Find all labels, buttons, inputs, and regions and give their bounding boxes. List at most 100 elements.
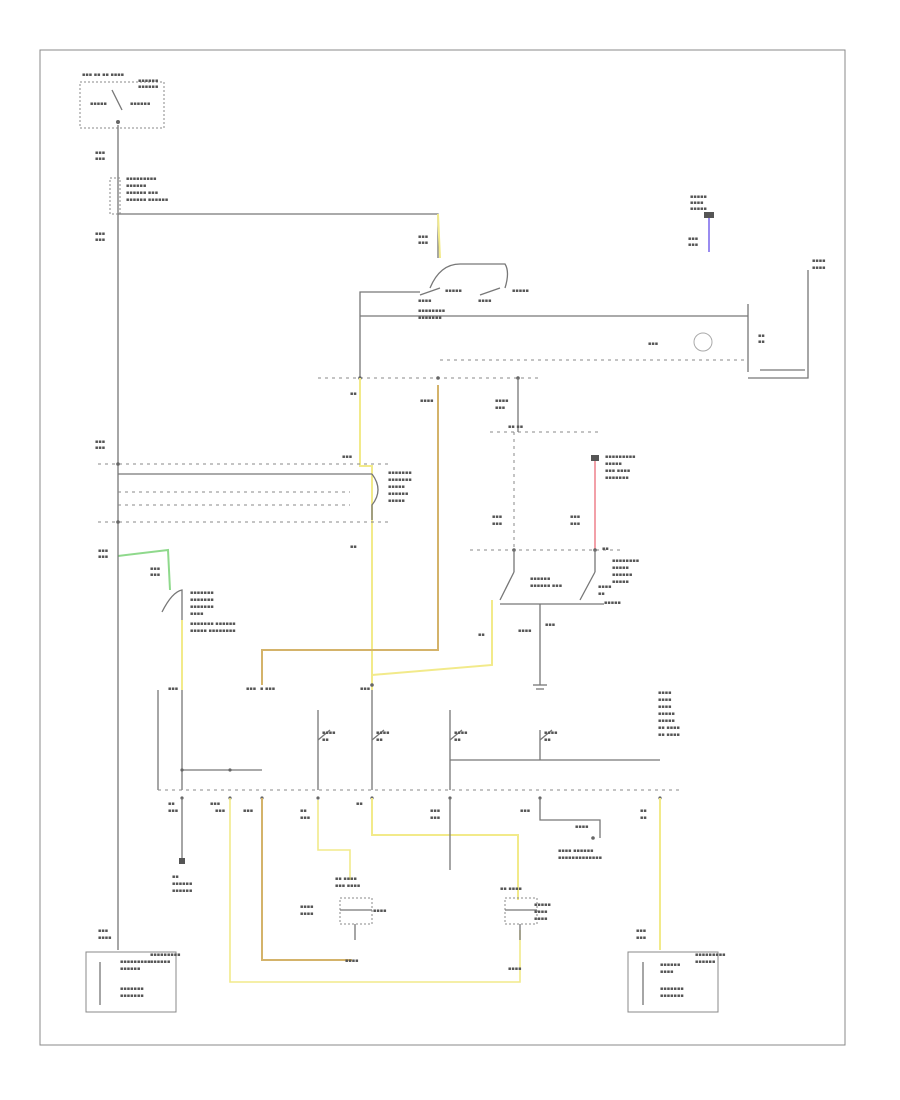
svg-text:▪▪▪: ▪▪▪: [430, 815, 440, 821]
svg-text:▪▪▪▪: ▪▪▪▪: [98, 935, 112, 941]
svg-text:▪▪▪▪ ▪▪▪▪▪▪: ▪▪▪▪ ▪▪▪▪▪▪: [558, 848, 593, 854]
left-door-switch: ▪▪▪ ▪▪▪ ▪▪▪ ▪▪▪ ▪▪▪▪▪▪▪ ▪▪▪▪▪▪▪ ▪▪▪▪▪▪▪ …: [98, 548, 236, 634]
svg-text:▪▪▪▪▪▪▪▪▪: ▪▪▪▪▪▪▪▪▪: [150, 952, 181, 958]
svg-text:▪▪▪▪: ▪▪▪▪: [300, 911, 314, 917]
svg-text:▪▪▪▪▪▪▪: ▪▪▪▪▪▪▪: [605, 475, 629, 481]
wire-yellow-right: [371, 600, 493, 676]
svg-text:▪▪▪: ▪▪▪: [243, 808, 253, 814]
svg-text:▪▪▪▪▪▪▪: ▪▪▪▪▪▪▪: [388, 470, 412, 476]
svg-text:▪▪▪▪▪▪▪: ▪▪▪▪▪▪▪: [388, 477, 412, 483]
svg-text:▪▪▪▪: ▪▪▪▪: [418, 298, 432, 304]
svg-text:▪▪▪: ▪▪▪: [215, 808, 225, 814]
svg-text:▪▪: ▪▪: [172, 874, 179, 880]
svg-text:▪▪▪▪▪▪: ▪▪▪▪▪▪: [388, 491, 408, 497]
svg-text:▪▪▪▪▪: ▪▪▪▪▪: [690, 194, 707, 200]
svg-text:▪▪ ▪▪▪▪: ▪▪ ▪▪▪▪: [500, 886, 522, 892]
svg-text:▪▪▪▪▪ ▪▪▪▪▪▪▪▪: ▪▪▪▪▪ ▪▪▪▪▪▪▪▪: [190, 628, 236, 634]
svg-text:▪▪▪: ▪▪▪: [168, 686, 178, 692]
svg-text:▪▪▪: ▪▪▪: [636, 935, 646, 941]
svg-text:▪▪▪▪▪▪▪: ▪▪▪▪▪▪▪: [190, 597, 214, 603]
wire-green: [117, 548, 171, 591]
svg-text:▪▪▪: ▪▪▪: [418, 234, 428, 240]
wire-relay-left: [359, 291, 420, 378]
svg-text:▪▪▪: ▪▪▪: [360, 686, 370, 692]
svg-text:▪▪▪: ▪▪▪: [342, 454, 352, 460]
svg-text:▪▪▪: ▪▪▪: [545, 622, 555, 628]
svg-text:▪▪▪▪: ▪▪▪▪: [345, 958, 359, 964]
svg-text:▪▪: ▪▪: [478, 632, 485, 638]
svg-text:▪▪ ▪▪: ▪▪ ▪▪: [508, 424, 523, 430]
wire-yellow-main: [359, 378, 373, 690]
svg-text:▪▪▪▪▪▪▪: ▪▪▪▪▪▪▪: [660, 986, 684, 992]
svg-text:▪▪▪▪: ▪▪▪▪: [454, 730, 468, 736]
violet-connector: ▪▪▪▪▪ ▪▪▪▪ ▪▪▪▪▪ ▪▪▪ ▪▪▪: [688, 194, 714, 252]
svg-text:▪▪▪: ▪▪▪: [570, 514, 580, 520]
svg-text:▪▪▪▪: ▪▪▪▪: [373, 908, 387, 914]
svg-text:▪▪▪▪▪: ▪▪▪▪▪: [604, 600, 621, 606]
svg-text:▪▪ ▪▪▪▪: ▪▪ ▪▪▪▪: [658, 732, 680, 738]
svg-text:▪▪▪▪: ▪▪▪▪: [544, 730, 558, 736]
svg-text:▪▪▪: ▪▪▪: [246, 686, 256, 692]
svg-text:▪▪▪: ▪▪▪: [95, 439, 105, 445]
svg-text:▪▪: ▪▪: [322, 737, 329, 743]
lamp-assembly-left: ▪▪ ▪▪▪▪ ▪▪▪ ▪▪▪▪ ▪▪▪▪ ▪▪▪▪ ▪▪▪▪ ▪▪▪▪: [300, 876, 387, 964]
control-module: ▪▪▪▪ ▪▪ ▪▪▪▪ ▪▪ ▪▪▪▪ ▪▪ ▪▪▪▪ ▪▪: [157, 690, 680, 791]
svg-text:▪▪: ▪▪: [640, 808, 647, 814]
svg-text:▪▪: ▪▪: [758, 339, 765, 345]
svg-text:▪▪▪▪▪▪▪▪: ▪▪▪▪▪▪▪▪: [612, 558, 639, 564]
upper-relay: ▪▪▪ ▪▪▪ ▪▪▪▪▪ ▪▪▪▪▪ ▪▪▪▪ ▪▪▪▪ ▪▪▪▪▪▪▪▪ ▪…: [418, 234, 529, 321]
svg-text:▪▪▪: ▪▪▪: [150, 566, 160, 572]
svg-text:▪▪▪▪▪: ▪▪▪▪▪: [612, 565, 629, 571]
wire-yellow-mid: [371, 798, 519, 900]
svg-text:▪▪▪▪▪: ▪▪▪▪▪: [90, 101, 107, 107]
svg-text:▪▪▪▪▪▪▪▪▪: ▪▪▪▪▪▪▪▪▪: [126, 176, 157, 182]
svg-text:▪▪▪▪: ▪▪▪▪: [518, 628, 532, 634]
svg-text:▪▪▪▪▪▪ ▪▪▪▪▪▪: ▪▪▪▪▪▪ ▪▪▪▪▪▪: [126, 197, 168, 203]
svg-text:▪▪▪▪▪▪▪▪▪: ▪▪▪▪▪▪▪▪▪: [605, 454, 636, 460]
svg-text:▪▪▪▪▪: ▪▪▪▪▪: [388, 498, 405, 504]
svg-text:▪▪▪: ▪▪▪: [98, 548, 108, 554]
svg-text:▪▪▪▪▪▪ ▪▪▪: ▪▪▪▪▪▪ ▪▪▪: [126, 190, 158, 196]
module-label: ▪▪▪▪ ▪▪▪▪ ▪▪▪▪ ▪▪▪▪▪ ▪▪▪▪▪ ▪▪ ▪▪▪▪ ▪▪ ▪▪…: [658, 690, 680, 738]
svg-text:▪▪▪: ▪▪▪: [95, 445, 105, 451]
svg-text:▪▪▪▪: ▪▪▪▪: [812, 258, 826, 264]
svg-text:▪▪▪: ▪▪▪: [95, 150, 105, 156]
svg-text:▪▪▪: ▪▪▪: [300, 815, 310, 821]
svg-text:▪▪▪: ▪▪▪: [648, 341, 658, 347]
svg-text:▪▪▪▪: ▪▪▪▪: [575, 824, 589, 830]
svg-text:▪▪▪▪: ▪▪▪▪: [658, 704, 672, 710]
svg-text:▪▪▪▪▪▪: ▪▪▪▪▪▪: [120, 966, 140, 972]
middle-switch-block: ▪▪▪▪▪▪▪ ▪▪▪▪▪▪▪ ▪▪▪▪▪ ▪▪▪▪▪▪ ▪▪▪▪▪ ▪▪▪ ▪…: [98, 454, 412, 550]
lamp-assembly-right: ▪▪ ▪▪▪▪ ▪▪▪▪▪ ▪▪▪▪ ▪▪▪▪ ▪▪▪▪: [500, 886, 551, 972]
svg-text:▪▪▪: ▪▪▪: [418, 240, 428, 246]
svg-text:▪▪: ▪▪: [300, 808, 307, 814]
svg-text:▪▪▪▪: ▪▪▪▪: [658, 690, 672, 696]
svg-text:▪▪▪▪▪▪▪: ▪▪▪▪▪▪▪: [120, 993, 144, 999]
svg-text:▪ ▪▪▪: ▪ ▪▪▪: [260, 686, 275, 692]
svg-text:▪▪▪: ▪▪▪: [98, 928, 108, 934]
svg-text:▪▪▪: ▪▪▪: [570, 521, 580, 527]
svg-text:▪▪: ▪▪: [168, 801, 175, 807]
svg-text:▪▪: ▪▪: [602, 546, 609, 552]
svg-text:▪▪▪▪▪▪▪▪▪: ▪▪▪▪▪▪▪▪▪: [695, 952, 726, 958]
ignition-switch: ▪▪▪ ▪▪ ▪▪ ▪▪▪▪ ▪▪▪▪▪▪ ▪▪▪▪▪▪ ▪▪▪▪▪ ▪▪▪▪▪…: [79, 72, 165, 129]
svg-text:▪▪▪: ▪▪▪: [520, 808, 530, 814]
svg-text:▪▪: ▪▪: [598, 591, 605, 597]
svg-text:▪▪▪ ▪▪▪▪: ▪▪▪ ▪▪▪▪: [605, 468, 630, 474]
left-power-feed: ▪▪▪ ▪▪▪ ▪▪▪▪▪▪▪▪▪ ▪▪▪▪▪▪ ▪▪▪▪▪▪ ▪▪▪ ▪▪▪▪…: [95, 125, 168, 526]
svg-text:▪▪▪: ▪▪▪: [688, 236, 698, 242]
svg-text:▪▪: ▪▪: [640, 815, 647, 821]
wire-right-ground: [748, 270, 809, 379]
svg-text:▪▪▪: ▪▪▪: [98, 554, 108, 560]
svg-text:▪▪▪▪▪▪▪: ▪▪▪▪▪▪▪: [660, 993, 684, 999]
svg-text:▪▪: ▪▪: [356, 801, 363, 807]
svg-text:▪▪▪▪▪▪: ▪▪▪▪▪▪: [126, 183, 146, 189]
svg-text:▪▪▪▪▪▪: ▪▪▪▪▪▪: [172, 888, 192, 894]
svg-text:▪▪▪▪▪: ▪▪▪▪▪: [534, 902, 551, 908]
svg-text:▪▪▪: ▪▪▪: [492, 521, 502, 527]
svg-text:▪▪▪▪: ▪▪▪▪: [660, 969, 674, 975]
svg-text:▪▪▪▪▪▪: ▪▪▪▪▪▪: [612, 572, 632, 578]
svg-text:▪▪▪▪▪▪: ▪▪▪▪▪▪: [530, 576, 550, 582]
svg-text:▪▪▪▪▪▪: ▪▪▪▪▪▪: [695, 959, 715, 965]
